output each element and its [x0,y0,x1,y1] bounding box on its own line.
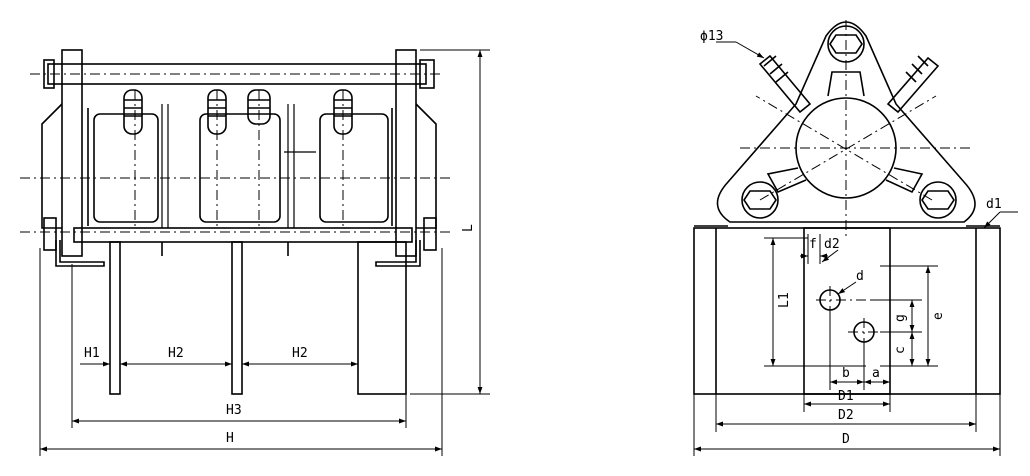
terminal-blade-3 [357,241,407,395]
right-bolt-circle [919,181,957,219]
side-view-dimension-labels: ϕ13 d1 f d2 d L1 e g c b a D1 D2 D [700,29,1002,447]
label-e: e [931,312,946,320]
terminal-blade-1 [109,241,121,395]
label-D: D [842,432,850,447]
left-end-plate [61,49,83,257]
label-d1: d1 [986,197,1002,212]
label-b: b [842,366,850,381]
label-H1: H1 [84,346,100,361]
label-H: H [226,431,234,446]
side-view-dimensions [693,41,1018,456]
label-L: L [461,224,476,232]
terminal-plate [803,227,891,395]
right-foot [375,240,421,267]
terminal-left-angled [758,54,812,114]
label-phi13: ϕ13 [700,29,723,44]
label-d: d [856,269,864,284]
left-side-wall [41,103,63,229]
left-bolt-circle [741,181,779,219]
resistor-cylinder-3 [319,113,389,223]
right-end-plate [395,49,417,257]
label-d2: d2 [824,237,840,252]
resistor-cylinder-2 [199,113,281,223]
side-view [693,21,1001,395]
label-f: f [809,237,817,252]
label-D1: D1 [838,389,854,404]
fin-top [827,71,865,97]
right-bolt-hex [921,190,955,210]
label-H2-left: H2 [168,346,184,361]
right-side-wall [415,103,437,229]
terminal-blade-2 [231,241,243,395]
side-view-centerlines [740,20,972,346]
front-view-dimension-labels: H1 H2 H2 H3 H L [84,224,476,446]
label-L1: L1 [777,292,792,308]
fin-left [766,167,807,194]
label-D2: D2 [838,408,854,423]
resistor-cylinder-1 [93,113,159,223]
front-view-centerlines [20,73,450,233]
label-g: g [893,314,908,322]
front-view-dimensions [39,49,490,456]
triangular-housing [716,21,976,223]
terminal-spring-1 [123,89,143,135]
left-bolt-hex [743,190,777,210]
left-foot [55,240,105,267]
fin-right [885,167,924,194]
label-c: c [893,346,908,354]
terminal-right-angled [886,55,940,114]
bottom-plate [73,227,413,243]
bottom-right-nut [423,217,437,251]
label-H2-right: H2 [292,346,308,361]
label-a: a [872,366,880,381]
top-bolt-hex [829,34,863,54]
bottom-left-nut [43,217,57,251]
front-view [41,49,437,395]
label-H3: H3 [226,403,242,418]
